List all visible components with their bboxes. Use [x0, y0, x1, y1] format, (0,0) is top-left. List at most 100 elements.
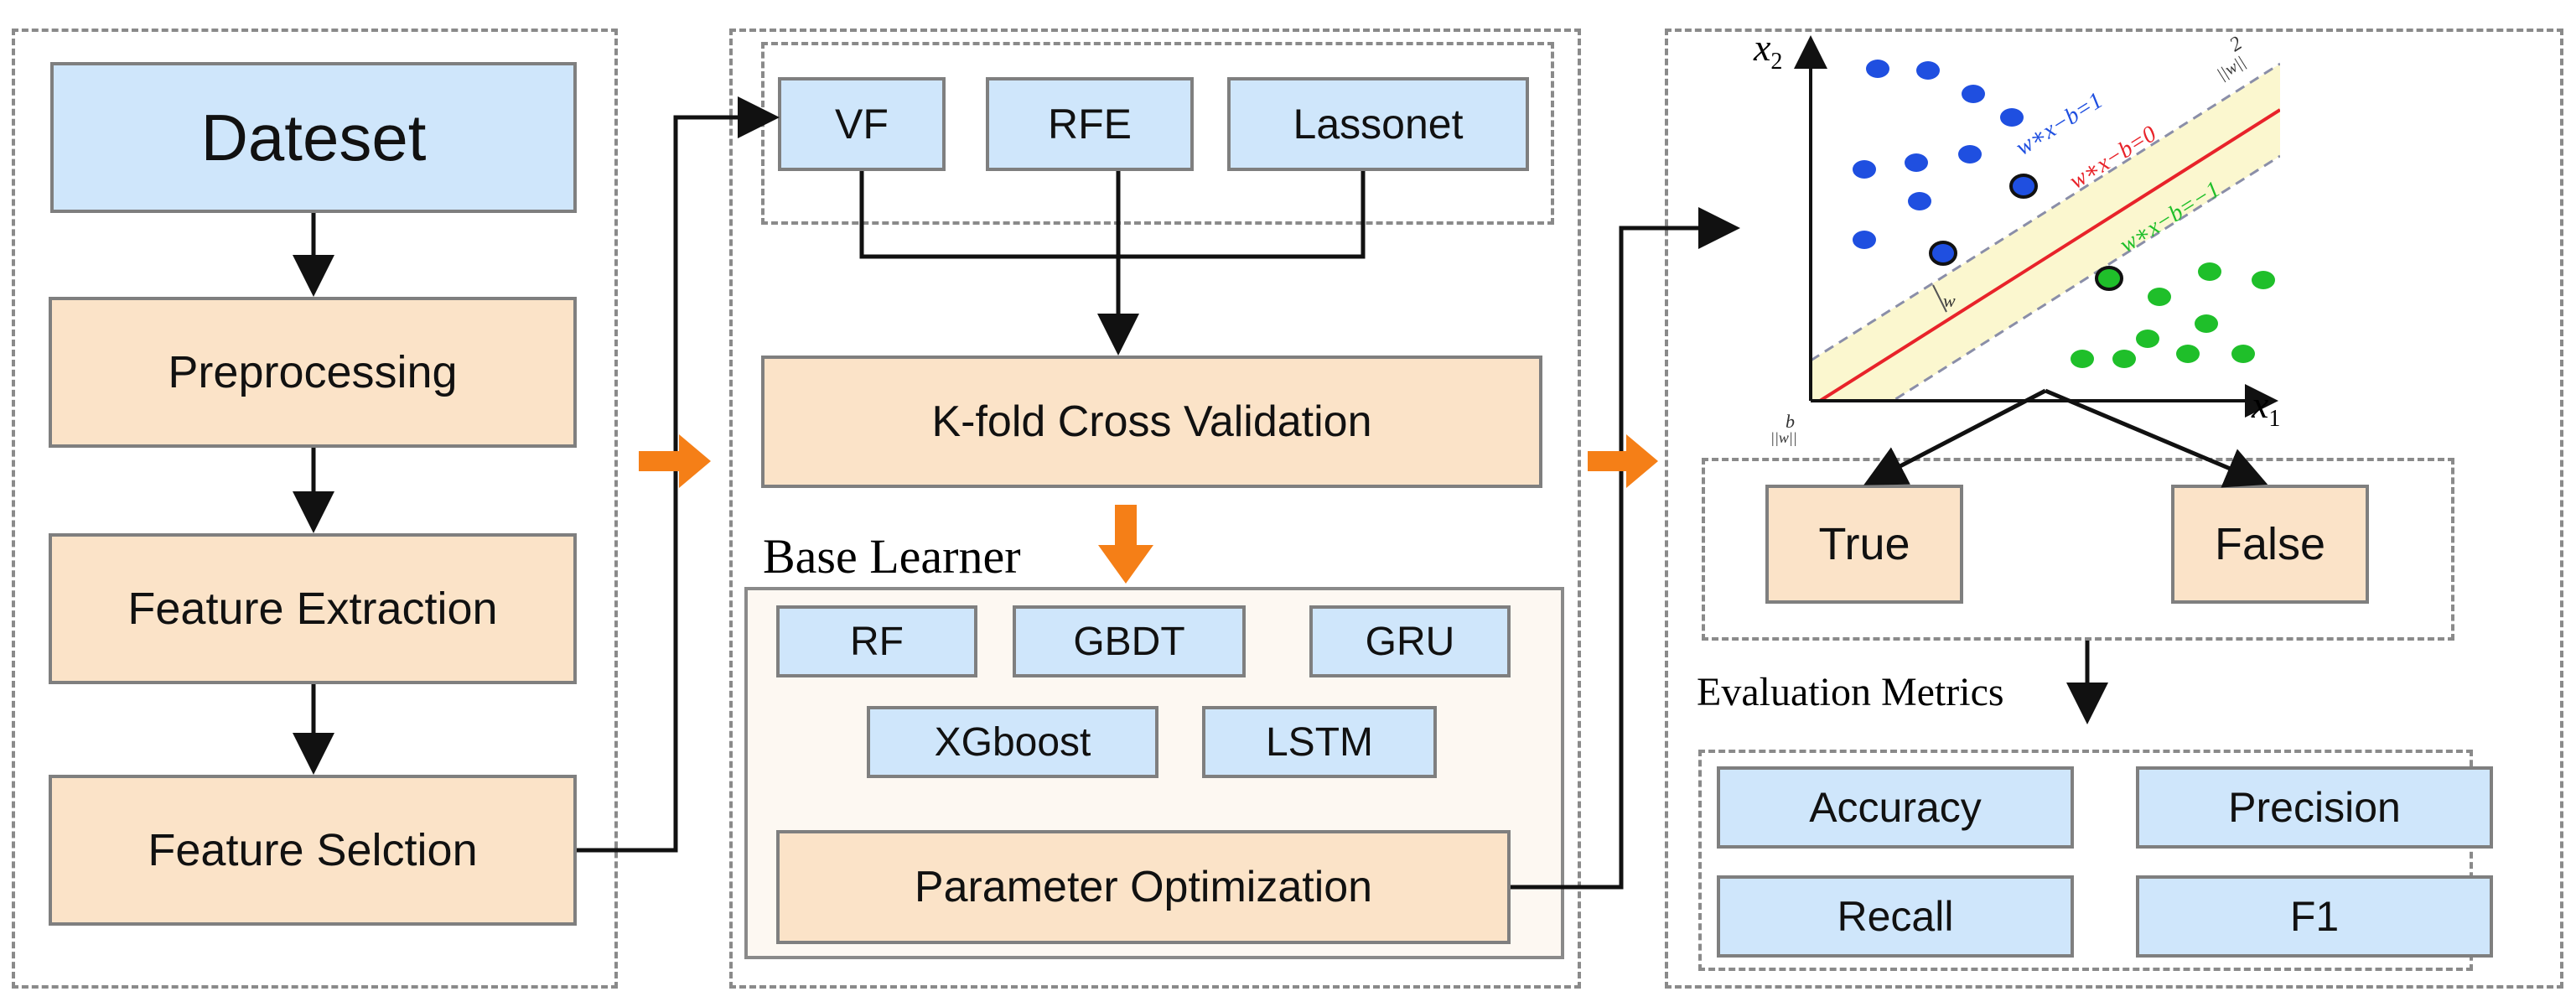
learner-rf-box: RF [776, 605, 977, 677]
learner-rf-label: RF [850, 619, 904, 664]
x2-axis-label: x2 [1754, 25, 1782, 75]
blue-point [1866, 60, 1889, 78]
base-learner-title: Base Learner [763, 529, 1021, 584]
x1-symbol: x [2252, 383, 2269, 426]
feature-selection-label: Feature Selction [148, 825, 478, 875]
margin-numerator: 2 [2226, 33, 2246, 56]
orange-arrow-down-baselearner [1098, 505, 1153, 584]
learner-xgboost-box: XGboost [867, 706, 1158, 778]
true-box: True [1765, 485, 1963, 604]
false-box: False [2171, 485, 2369, 604]
green-support-vector [2095, 266, 2123, 291]
blue-point [1905, 153, 1928, 172]
learner-lstm-box: LSTM [1202, 706, 1437, 778]
preprocessing-label: Preprocessing [168, 347, 458, 397]
method-rfe-label: RFE [1048, 101, 1132, 148]
orange-arrow-middle-right [1588, 434, 1658, 488]
blue-point [1916, 61, 1940, 80]
x2-symbol: x [1754, 26, 1771, 69]
method-lassonet-box: Lassonet [1227, 77, 1529, 171]
blue-support-vector [2009, 174, 2038, 199]
method-rfe-box: RFE [986, 77, 1194, 171]
metric-precision-label: Precision [2228, 784, 2401, 831]
green-point [2148, 288, 2171, 306]
w-indicator [1932, 284, 1947, 313]
green-point [2176, 345, 2200, 363]
b-denominator: ||w|| [1770, 429, 1797, 446]
green-point [2252, 271, 2275, 289]
green-point [2071, 350, 2094, 368]
prediction-group [1702, 458, 2454, 641]
connector-methods [859, 171, 1366, 259]
panel-model [729, 29, 1581, 989]
green-point [2195, 314, 2218, 333]
learner-lstm-label: LSTM [1265, 719, 1373, 765]
green-point [2231, 345, 2255, 363]
kfold-label: K-fold Cross Validation [931, 397, 1372, 446]
kfold-box: K-fold Cross Validation [761, 356, 1542, 488]
green-support-vectors [2095, 266, 2123, 291]
arrow-paramopt-svm [1511, 207, 1740, 890]
green-points [2071, 262, 2275, 368]
blue-point [1908, 192, 1931, 210]
arrow-svm-true [1863, 388, 2047, 485]
green-point [2198, 262, 2221, 281]
upper-margin-equation: w∗x−b=1 [2011, 87, 2107, 161]
true-label: True [1818, 519, 1910, 569]
false-label: False [2214, 519, 2326, 569]
panel-evaluation [1665, 29, 2563, 989]
orange-arrows [639, 434, 1658, 584]
blue-support-vector [1929, 241, 1957, 266]
w-label: w [1943, 290, 1956, 311]
blue-point [1853, 231, 1876, 249]
blue-support-vectors [1929, 174, 2038, 266]
blue-point [2000, 108, 2024, 127]
x1-subscript: 1 [2268, 406, 2281, 433]
blue-point [1853, 160, 1876, 179]
dataset-box: Dateset [50, 62, 577, 213]
dataset-label: Dateset [200, 100, 427, 174]
learner-gbdt-box: GBDT [1013, 605, 1246, 677]
x2-subscript: 2 [1770, 49, 1783, 75]
upper-margin-line [1811, 62, 2280, 362]
b-label: b [1786, 411, 1795, 432]
metrics-group [1698, 750, 2473, 971]
svm-plot: w∗x−b=1 w∗x−b=0 w∗x−b=−1 2 ||w|| [1794, 33, 2280, 418]
metrics-title: Evaluation Metrics [1697, 670, 2004, 714]
left-arrows [293, 96, 2268, 890]
metric-accuracy-label: Accuracy [1809, 784, 1982, 831]
x1-axis-label: x1 [2252, 382, 2280, 433]
blue-point [1962, 85, 1985, 103]
metric-f1-box: F1 [2136, 875, 2493, 958]
method-lassonet-label: Lassonet [1293, 101, 1464, 148]
green-point [2112, 350, 2136, 368]
margin-band [1811, 64, 2280, 402]
lower-margin-line [1888, 154, 2280, 402]
learner-gbdt-label: GBDT [1073, 619, 1185, 664]
param-opt-box: Parameter Optimization [776, 830, 1511, 944]
feature-extraction-box: Feature Extraction [49, 533, 577, 684]
blue-point [1958, 145, 1982, 164]
arrow-svm-false [2045, 388, 2268, 488]
panel-preprocessing [12, 29, 618, 989]
orange-arrow-left-middle [639, 434, 711, 488]
preprocessing-box: Preprocessing [49, 297, 577, 448]
learner-xgboost-label: XGboost [934, 719, 1091, 765]
metric-recall-box: Recall [1717, 875, 2074, 958]
margin-denominator: ||w|| [2214, 53, 2249, 84]
hyperplane-line [1814, 108, 2280, 402]
arrow-selection-vf [577, 96, 780, 853]
feature-selection-box: Feature Selction [49, 775, 577, 926]
metric-recall-label: Recall [1837, 893, 1954, 940]
metric-f1-label: F1 [2289, 893, 2340, 940]
metric-precision-box: Precision [2136, 766, 2493, 849]
method-vf-box: VF [778, 77, 946, 171]
feature-extraction-label: Feature Extraction [127, 584, 498, 634]
green-point [2136, 330, 2159, 348]
blue-points [1853, 60, 2024, 249]
method-vf-label: VF [835, 101, 889, 148]
learner-gru-label: GRU [1365, 619, 1455, 664]
learner-gru-box: GRU [1309, 605, 1511, 677]
metric-accuracy-box: Accuracy [1717, 766, 2074, 849]
